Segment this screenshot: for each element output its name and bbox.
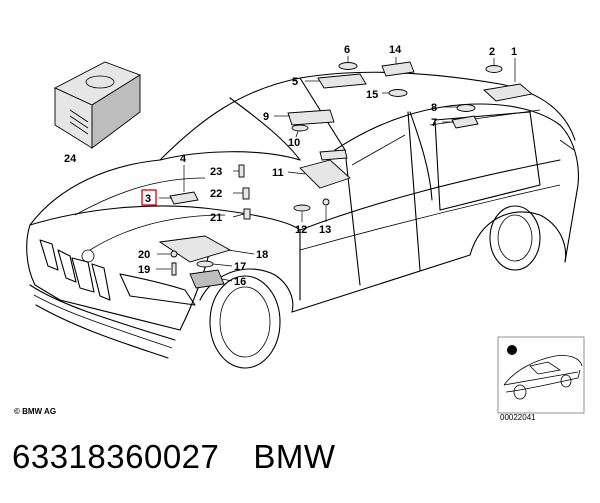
bulb-23-illustration	[238, 164, 245, 178]
lens-17-illustration	[196, 260, 214, 268]
callout-24[interactable]: 24	[64, 153, 77, 165]
callout-12[interactable]: 12	[295, 224, 307, 236]
callout-15[interactable]: 15	[366, 89, 378, 101]
copyright-text: © BMW AG	[14, 407, 56, 416]
callout-1[interactable]: 1	[511, 46, 517, 58]
engine-light-illustration	[169, 191, 199, 205]
vanity-light-illustration	[299, 159, 351, 189]
callout-13[interactable]: 13	[319, 224, 331, 236]
part-shapes	[53, 61, 534, 289]
callout-7[interactable]: 7	[431, 117, 437, 129]
part-caption: 63318360027 BMW	[12, 438, 336, 476]
vanity-light-top-illustration	[319, 149, 348, 161]
reading-light-illustration	[287, 109, 335, 126]
car-outline	[26, 71, 579, 369]
first-aid-kit-illustration	[53, 61, 142, 149]
callout-11[interactable]: 11	[272, 167, 284, 179]
callout-23[interactable]: 23	[210, 166, 222, 178]
lens-10-illustration	[291, 124, 309, 132]
callout-10[interactable]: 10	[288, 137, 300, 149]
callout-14[interactable]: 14	[389, 44, 402, 56]
callout-21[interactable]: 21	[210, 212, 222, 224]
lens-8-illustration	[456, 104, 476, 112]
callout-17[interactable]: 17	[234, 261, 246, 273]
roof-cover-illustration	[381, 61, 415, 77]
callout-8[interactable]: 8	[431, 102, 437, 114]
interior-light-illustration	[317, 73, 367, 89]
locator-dot-icon	[507, 345, 517, 355]
callout-3[interactable]: 3	[145, 193, 151, 205]
leader-lines	[156, 56, 516, 282]
thumbnail-id: 00022041	[500, 413, 536, 422]
lamp-12-illustration	[293, 204, 311, 212]
trunk-light-illustration	[189, 269, 225, 289]
lens-illustration	[485, 65, 503, 73]
callout-5[interactable]: 5	[292, 76, 298, 88]
bulb-21-illustration	[243, 208, 251, 220]
light-7-illustration	[451, 115, 479, 129]
bulb-22-illustration	[242, 187, 250, 200]
interior-light-rear-illustration	[483, 83, 534, 102]
callout-2[interactable]: 2	[489, 46, 495, 58]
lamp-15-illustration	[388, 89, 408, 97]
callout-3-highlight-box	[141, 189, 157, 206]
callout-22[interactable]: 22	[210, 188, 222, 200]
callout-20[interactable]: 20	[138, 249, 150, 261]
brand-name: BMW	[253, 438, 336, 475]
lamp-lens-6-illustration	[338, 62, 358, 70]
callout-16[interactable]: 16	[234, 276, 246, 288]
callout-19[interactable]: 19	[138, 264, 150, 276]
part-number: 63318360027	[12, 438, 220, 475]
callout-18[interactable]: 18	[256, 249, 268, 261]
screw-19-illustration	[171, 262, 177, 276]
bracket-illustration	[158, 235, 232, 263]
callout-6[interactable]: 6	[344, 44, 350, 56]
callout-4[interactable]: 4	[180, 153, 187, 165]
socket-13-illustration	[322, 198, 330, 206]
callout-9[interactable]: 9	[263, 111, 269, 123]
callout-numbers: 1 2 3 4 5 6 7 8 9 10 11 12 13 14 15 16 1…	[64, 44, 517, 288]
thumbnail-locator: 00022041	[497, 336, 585, 422]
parts-diagram: 1 2 3 4 5 6 7 8 9 10 11 12 13 14 15 16 1…	[14, 44, 585, 422]
clip-20-illustration	[170, 250, 178, 258]
